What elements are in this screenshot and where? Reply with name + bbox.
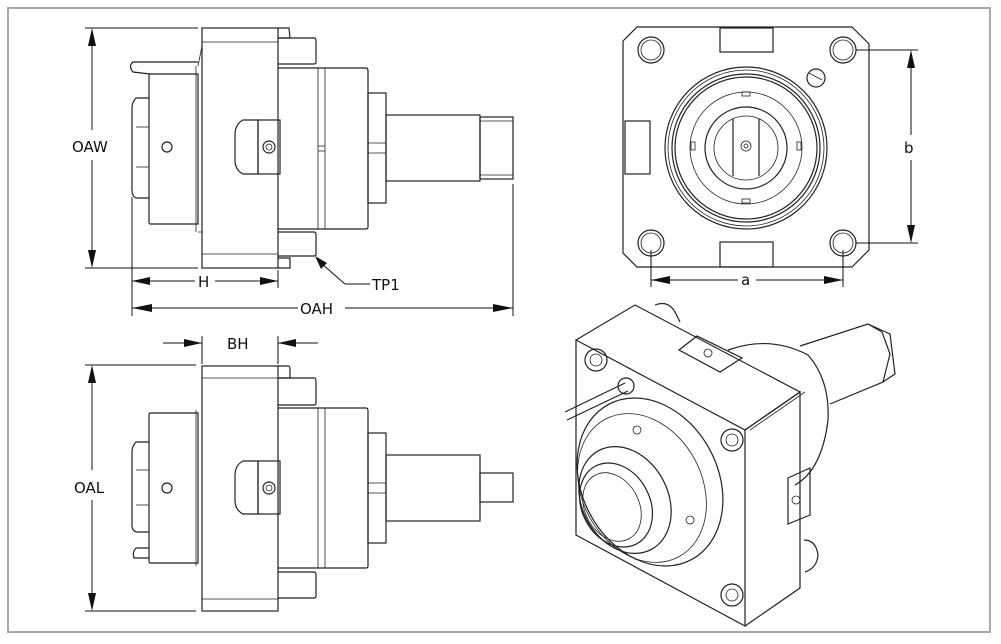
isometric-view — [564, 302, 896, 628]
flange-plate — [622, 26, 870, 268]
leader-tp1: TP1 — [315, 256, 400, 294]
dimension-a: a — [650, 250, 844, 289]
dimension-oaw: OAW — [72, 27, 198, 269]
side-view-top — [129, 27, 514, 269]
label-oal: OAL — [74, 479, 105, 497]
side-view-bottom — [131, 365, 514, 612]
block-front-face — [575, 339, 746, 628]
dimension-oah: OAH — [132, 184, 514, 318]
dimension-oal: OAL — [74, 364, 196, 612]
label-a: a — [741, 271, 750, 289]
label-tp1: TP1 — [371, 276, 400, 294]
drawing-frame — [7, 7, 991, 633]
label-h: H — [198, 273, 209, 291]
screw-icon — [262, 481, 276, 495]
label-bh: BH — [227, 335, 249, 353]
flange-body — [201, 27, 279, 269]
label-oah: OAH — [300, 300, 333, 318]
label-b: b — [904, 139, 914, 157]
front-view — [622, 26, 870, 268]
dimension-b: b — [856, 49, 918, 244]
flange-body — [201, 365, 279, 612]
dimension-h: H — [131, 197, 279, 316]
screw-icon — [262, 140, 276, 154]
label-oaw: OAW — [72, 138, 108, 156]
dimension-bh: BH — [163, 335, 318, 364]
